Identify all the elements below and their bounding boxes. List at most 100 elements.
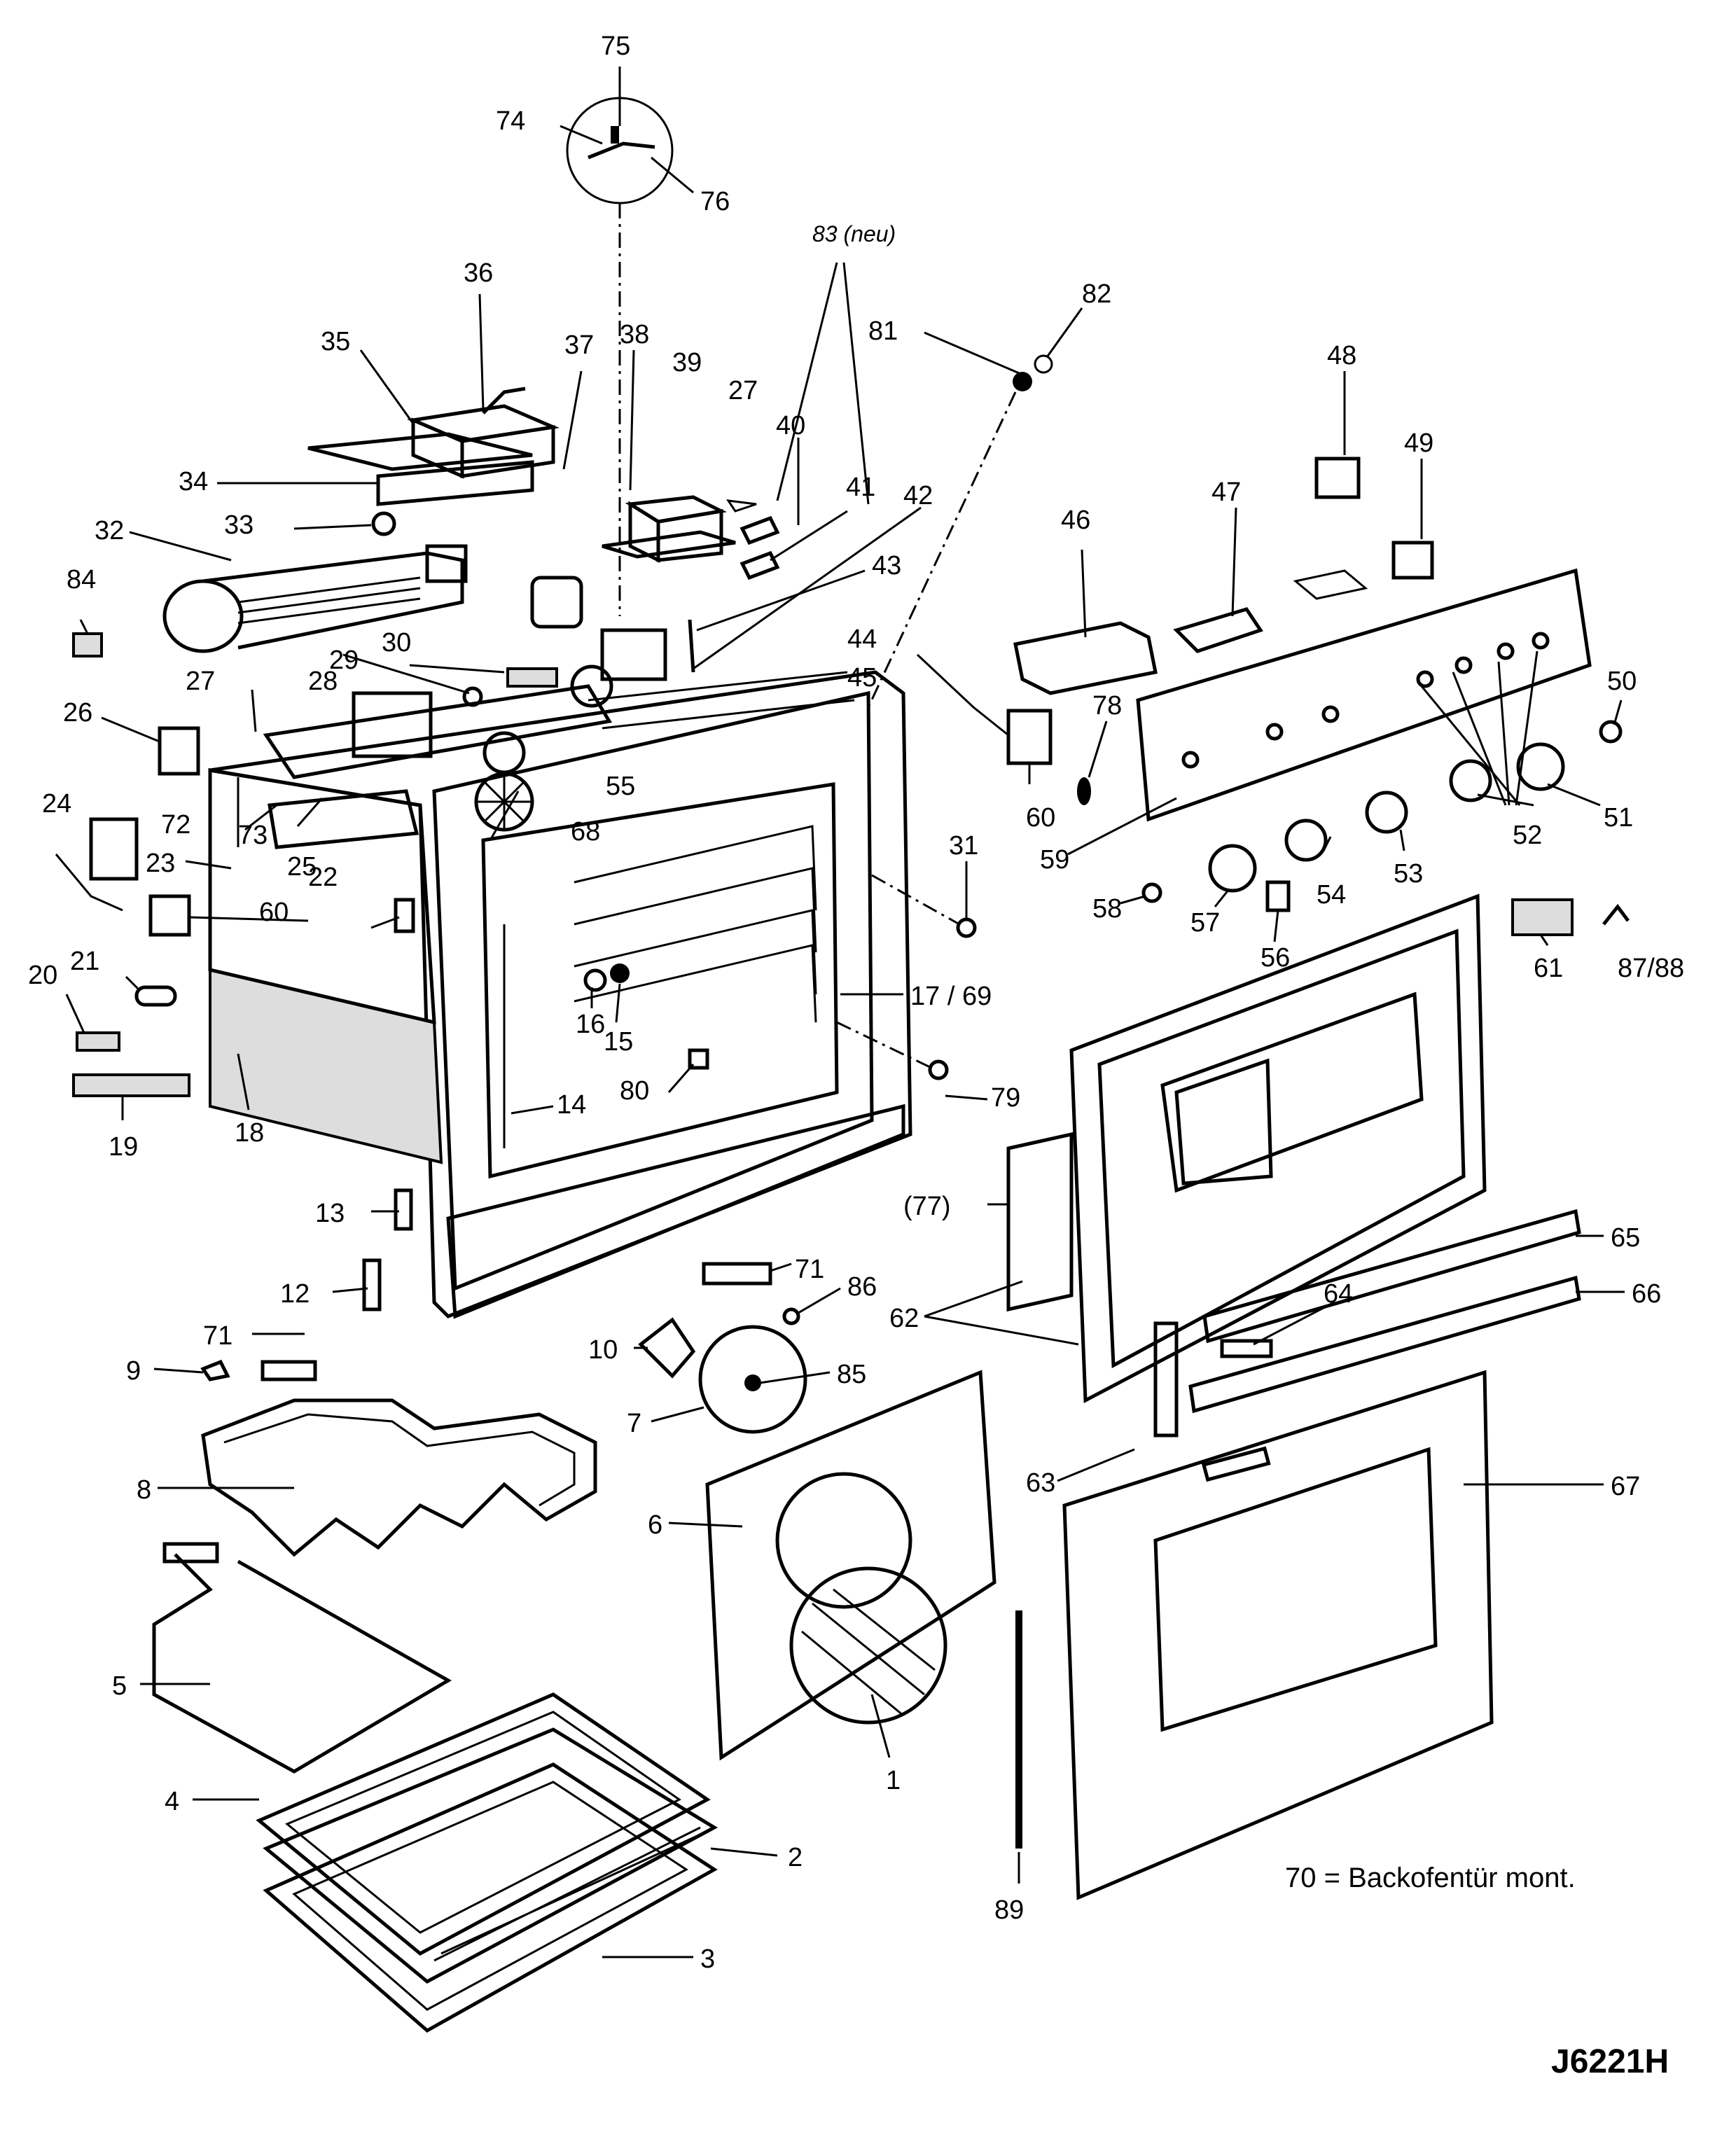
tray-4 <box>256 1692 711 1956</box>
label-61: 61 <box>1534 954 1563 983</box>
label-82: 82 <box>1082 279 1111 309</box>
label-38: 38 <box>620 320 649 349</box>
label-3: 3 <box>700 1944 715 1974</box>
label-18: 18 <box>235 1118 264 1148</box>
knob-51 <box>1516 742 1565 791</box>
label-81: 81 <box>868 316 898 346</box>
label-64: 64 <box>1324 1279 1353 1309</box>
label-44: 44 <box>847 625 877 654</box>
label-86: 86 <box>847 1272 877 1302</box>
label-67: 67 <box>1611 1472 1640 1501</box>
thermostat-60b <box>1006 709 1053 765</box>
label-84: 84 <box>67 565 96 594</box>
switch-48 <box>1314 457 1361 499</box>
bottom-element-plate <box>162 1542 219 1564</box>
knob-54 <box>1284 819 1328 862</box>
switch-47 <box>1173 607 1263 653</box>
oven-cavity-frame <box>209 670 912 1319</box>
label-34: 34 <box>179 467 208 496</box>
label-37: 37 <box>564 330 594 360</box>
label-1: 1 <box>886 1766 901 1795</box>
inner-door <box>1069 893 1487 1404</box>
rear-panel-6 <box>705 1370 997 1761</box>
label-53: 53 <box>1394 859 1423 889</box>
strip-66 <box>1188 1275 1581 1414</box>
label-48: 48 <box>1327 341 1356 370</box>
strip-65 <box>1202 1209 1581 1344</box>
label-74: 74 <box>496 106 525 136</box>
selector-46 <box>1013 621 1158 695</box>
terminal-30 <box>506 667 558 688</box>
transformer-28 <box>352 691 433 758</box>
label-5: 5 <box>112 1671 127 1701</box>
hinge-63 <box>1153 1321 1179 1438</box>
label-58: 58 <box>1092 894 1122 924</box>
label-76: 76 <box>700 187 730 216</box>
label-71b: 71 <box>795 1255 824 1284</box>
label-40: 40 <box>776 411 805 440</box>
label-15: 15 <box>604 1027 633 1057</box>
label-19: 19 <box>109 1132 138 1162</box>
bottom-element-5 <box>152 1553 452 1774</box>
label-35: 35 <box>321 327 350 356</box>
fan-blade-10 <box>638 1317 696 1379</box>
labels: 75 74 76 83 (neu) 36 35 37 38 39 27 40 4… <box>28 32 1684 2080</box>
switch-24 <box>89 817 139 881</box>
label-52: 52 <box>1513 821 1542 850</box>
outer-door-67 <box>1062 1370 1494 1900</box>
label-83: 83 (neu) <box>812 221 896 246</box>
side-panel <box>208 768 436 1025</box>
label-89: 89 <box>994 1895 1024 1925</box>
small-parts-40-41 <box>725 499 780 580</box>
fan-housing-assembly <box>307 387 560 506</box>
part-79 <box>928 1059 949 1080</box>
glass-77 <box>1006 1132 1074 1312</box>
label-60a: 60 <box>259 898 289 927</box>
motor-26 <box>158 726 200 776</box>
label-33: 33 <box>224 510 254 540</box>
label-59: 59 <box>1040 845 1069 875</box>
knob-52 <box>1449 759 1492 802</box>
hinge-part-13 <box>394 1188 413 1231</box>
terminal-block-19 <box>72 1073 190 1097</box>
part-20 <box>76 1031 120 1052</box>
switch-56 <box>1265 880 1291 912</box>
fan-ring-7 <box>698 1325 807 1434</box>
label-31: 31 <box>949 831 978 861</box>
label-75: 75 <box>601 32 630 61</box>
clip-84 <box>72 632 103 657</box>
label-24: 24 <box>42 789 71 819</box>
grill-element-8 <box>201 1398 597 1557</box>
label-13: 13 <box>315 1199 345 1228</box>
label-57: 57 <box>1190 908 1220 938</box>
label-36: 36 <box>464 258 493 288</box>
label-78: 78 <box>1092 691 1122 721</box>
label-16: 16 <box>576 1010 605 1039</box>
label-63: 63 <box>1026 1468 1055 1498</box>
relay <box>600 628 667 681</box>
lamp-50 <box>1599 720 1623 744</box>
label-71a: 71 <box>203 1321 232 1351</box>
label-29: 29 <box>329 646 359 675</box>
label-77: (77) <box>903 1192 951 1221</box>
plate-71b <box>702 1262 772 1286</box>
label-12: 12 <box>280 1279 310 1309</box>
label-17-69: 17 / 69 <box>910 982 992 1011</box>
lamp-16 <box>583 968 607 992</box>
label-45: 45 <box>847 663 877 692</box>
label-22: 22 <box>308 863 338 892</box>
label-50: 50 <box>1607 667 1637 696</box>
washer-29 <box>462 686 483 707</box>
label-62: 62 <box>889 1304 919 1333</box>
label-9: 9 <box>126 1356 141 1386</box>
clip-9 <box>200 1359 230 1381</box>
label-27b: 27 <box>186 667 215 696</box>
fuse-21 <box>134 985 177 1007</box>
label-23: 23 <box>146 849 175 878</box>
label-41: 41 <box>846 473 875 502</box>
washer-81 <box>1013 372 1032 391</box>
label-60b: 60 <box>1026 803 1055 833</box>
plate-71a <box>261 1360 317 1381</box>
transformer-39 <box>602 495 736 564</box>
tray-3 <box>263 1762 718 2033</box>
